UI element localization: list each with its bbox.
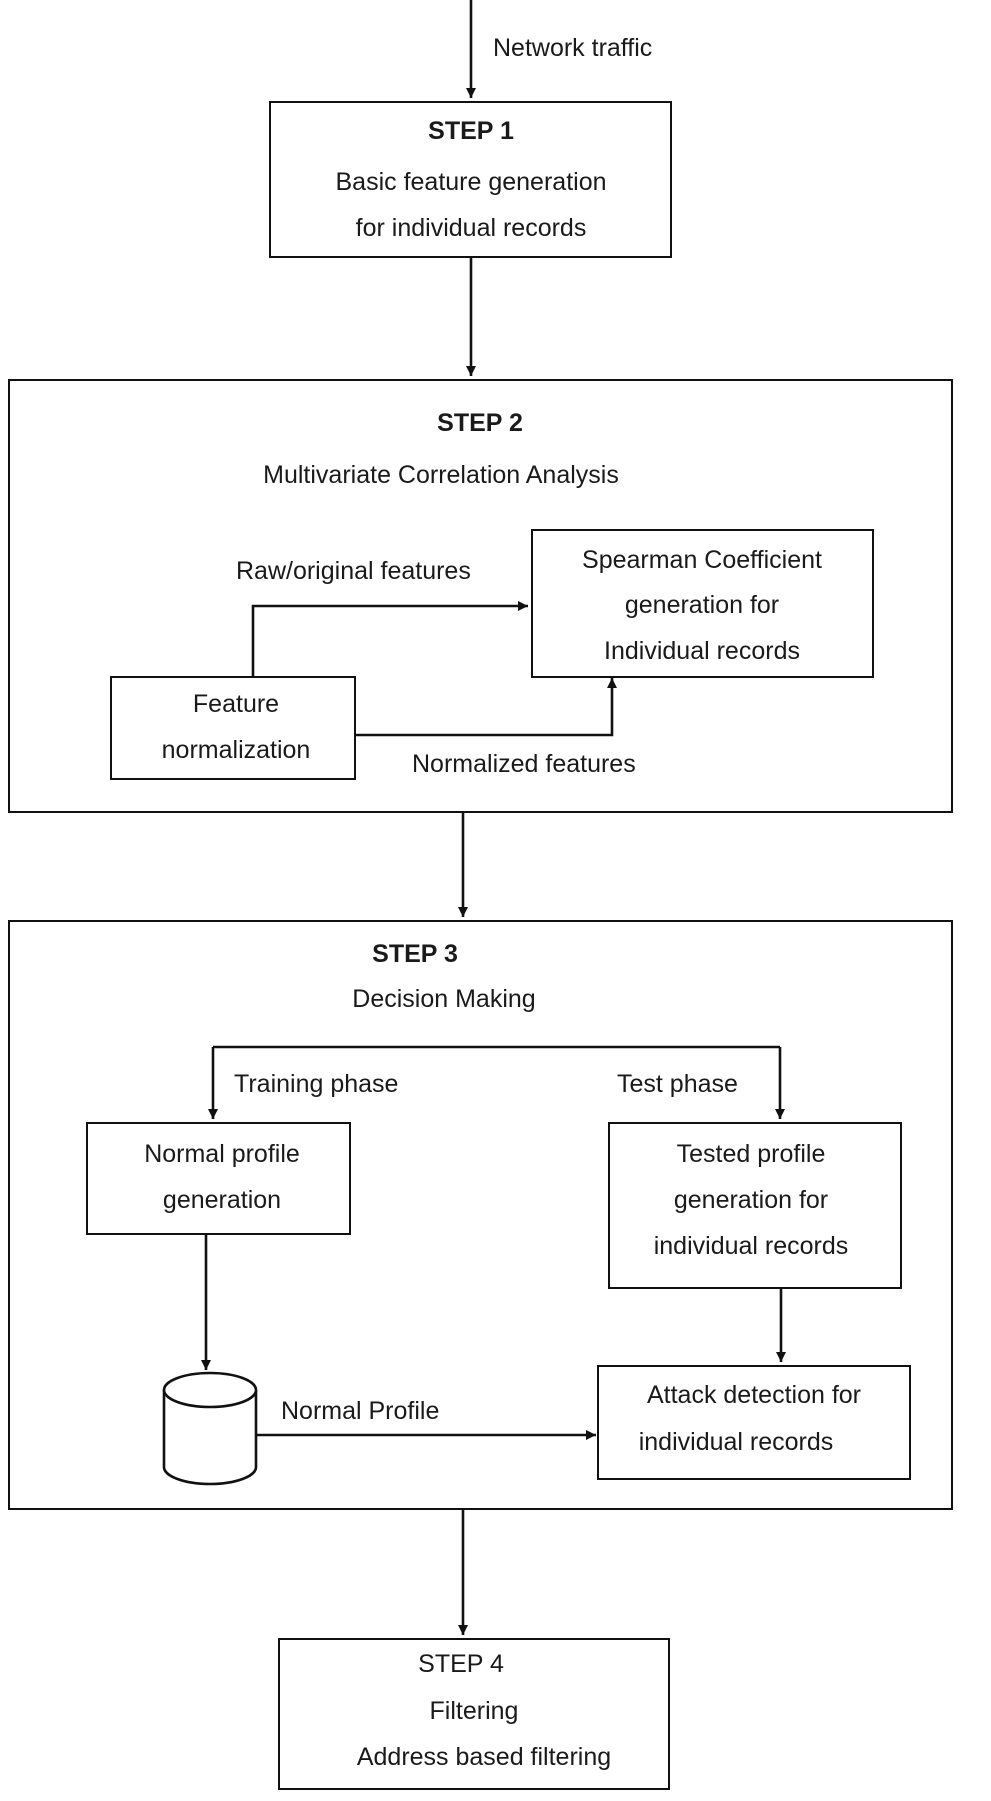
step1-box (269, 101, 672, 258)
arrow-raw-features (251, 601, 528, 676)
attack-detection-line1: Attack detection for (646, 1381, 862, 1409)
arrow-normalized-features (356, 678, 617, 737)
test-phase-label: Test phase (617, 1070, 738, 1098)
step3-title: STEP 3 (372, 940, 458, 968)
spearman-line2: generation for (624, 591, 780, 619)
step4-line2: Address based filtering (356, 1743, 612, 1771)
step2-subtitle: Multivariate Correlation Analysis (263, 461, 619, 489)
normal-profile-label: Normal Profile (281, 1397, 440, 1425)
step2-title: STEP 2 (437, 409, 523, 437)
step3-subtitle: Decision Making (352, 985, 536, 1013)
normal-profile-generation-box (86, 1122, 351, 1235)
spearman-box (531, 529, 874, 678)
normalized-features-label: Normalized features (412, 750, 636, 778)
tested-profile-line2: generation for (673, 1186, 829, 1214)
feature-normalization-line2: normalization (161, 736, 311, 764)
spearman-line1: Spearman Coefficient (582, 546, 822, 574)
feature-normalization-line1: Feature (192, 690, 280, 718)
raw-features-label: Raw/original features (236, 557, 471, 585)
training-phase-label: Training phase (234, 1070, 399, 1098)
feature-normalization-box (110, 676, 356, 780)
tested-profile-line3: individual records (653, 1232, 849, 1260)
step4-line1: Filtering (429, 1697, 519, 1725)
normal-profile-line1: Normal profile (144, 1140, 300, 1168)
tested-profile-line1: Tested profile (676, 1140, 826, 1168)
step4-title: STEP 4 (418, 1650, 504, 1678)
spearman-line3: Individual records (604, 637, 800, 665)
attack-detection-line2: individual records (638, 1428, 834, 1456)
step1-line2: for individual records (355, 214, 587, 242)
database-icon (162, 1371, 258, 1486)
step1-title: STEP 1 (428, 117, 514, 145)
step1-line1: Basic feature generation (335, 168, 607, 196)
step4-box (278, 1638, 670, 1790)
normal-profile-line2: generation (162, 1186, 282, 1214)
step3-box (8, 920, 953, 1510)
network-traffic-label: Network traffic (493, 34, 653, 62)
tested-profile-box (608, 1122, 902, 1289)
step2-box (8, 379, 953, 813)
attack-detection-box (597, 1365, 911, 1480)
